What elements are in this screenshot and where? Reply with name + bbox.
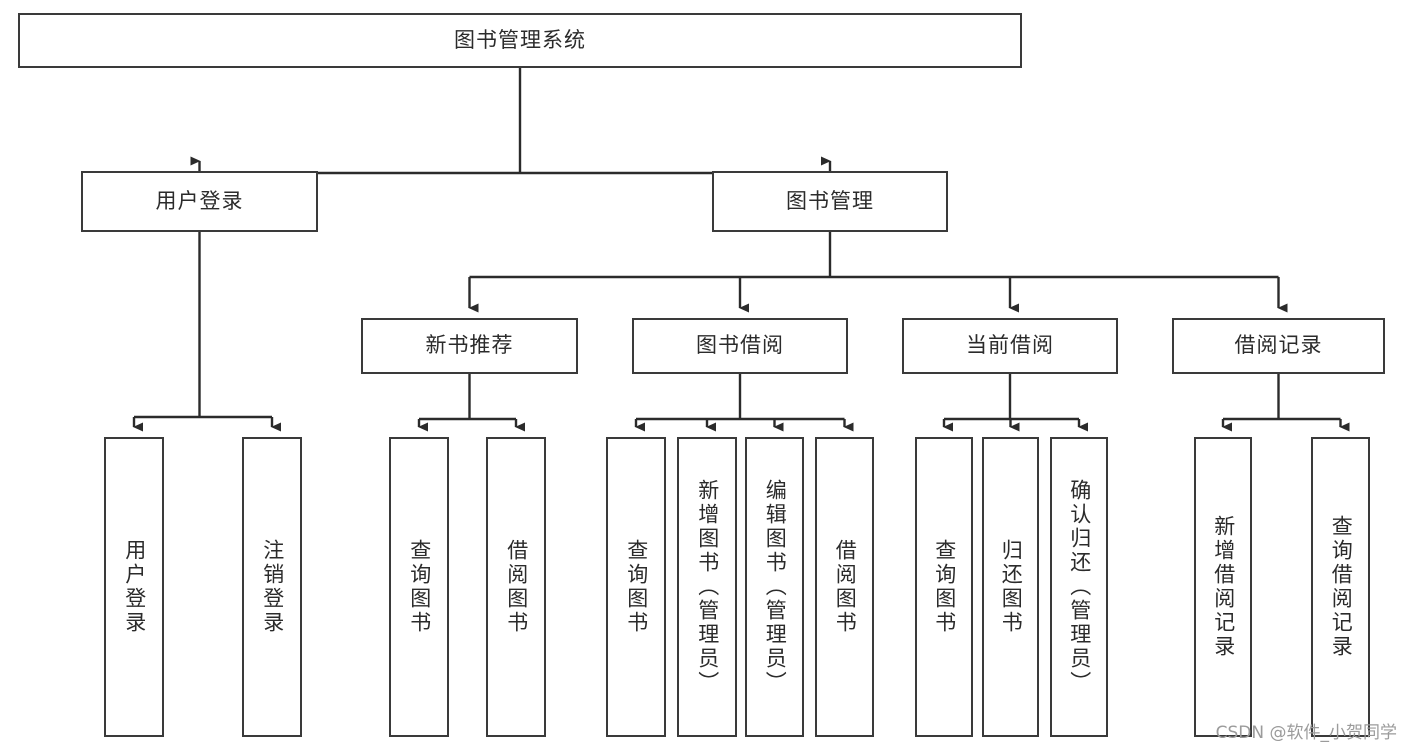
diagram-node-9: 查询图书 [606,437,666,737]
diagram-node-3: 注销登录 [242,437,302,737]
diagram-node-12: 借阅图书 [815,437,874,737]
diagram-node-0: 图书管理系统 [18,13,1022,68]
node-label: 图书借阅 [696,333,784,358]
diagram-node-16: 确认归还（管理员） [1050,437,1108,737]
node-label: 新增图书（管理员） [695,479,720,695]
node-label: 查询图书 [407,539,432,635]
diagram-node-7: 借阅图书 [486,437,546,737]
diagram-node-13: 当前借阅 [902,318,1118,374]
node-label: 查询图书 [624,539,649,635]
node-label: 借阅图书 [504,539,529,635]
watermark-text: CSDN @软件_小贺同学 [1215,723,1397,743]
node-label: 借阅记录 [1234,333,1323,358]
node-label: 归还图书 [999,539,1024,635]
node-label: 新增借阅记录 [1211,515,1236,659]
diagram-node-17: 借阅记录 [1172,318,1385,374]
diagram-node-2: 用户登录 [104,437,164,737]
node-label: 编辑图书（管理员） [763,479,788,695]
node-label: 图书管理 [786,188,874,213]
diagram-node-4: 图书管理 [712,171,948,232]
node-label: 当前借阅 [966,333,1054,358]
node-label: 确认归还（管理员） [1067,479,1092,695]
diagram-node-11: 编辑图书（管理员） [745,437,804,737]
node-label: 查询图书 [932,539,957,635]
diagram-node-1: 用户登录 [81,171,318,232]
diagram-node-6: 查询图书 [389,437,449,737]
node-label: 查询借阅记录 [1329,515,1354,659]
node-label: 新书推荐 [425,333,514,358]
diagram-node-8: 图书借阅 [632,318,848,374]
diagram-node-19: 查询借阅记录 [1311,437,1370,737]
node-label: 用户登录 [155,188,244,213]
node-label: 用户登录 [122,539,147,635]
node-label: 借阅图书 [833,539,858,635]
diagram-node-15: 归还图书 [982,437,1039,737]
diagram-node-10: 新增图书（管理员） [677,437,737,737]
node-label: 图书管理系统 [454,27,586,52]
diagram-node-14: 查询图书 [915,437,973,737]
diagram-node-18: 新增借阅记录 [1194,437,1252,737]
diagram-node-5: 新书推荐 [361,318,578,374]
node-label: 注销登录 [260,539,285,635]
